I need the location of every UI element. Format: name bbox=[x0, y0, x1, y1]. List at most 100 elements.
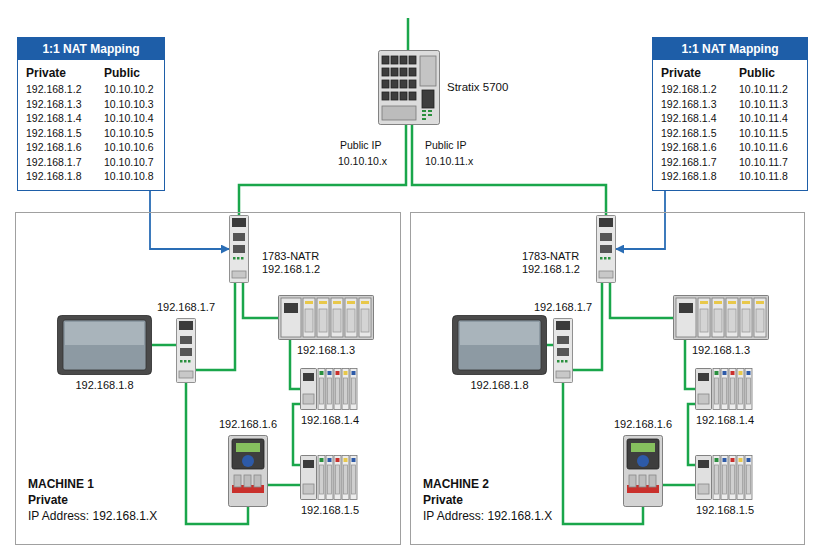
node-text: Private bbox=[653, 65, 731, 82]
node-text: 10.10.11.6 bbox=[731, 140, 807, 155]
node-text: 192.168.1.5 bbox=[301, 504, 359, 517]
node-text: 192.168.1.2 bbox=[262, 263, 320, 276]
uplink-wire bbox=[407, 18, 410, 50]
device-part bbox=[326, 369, 333, 410]
node-text: 192.168.1.8 bbox=[653, 169, 731, 184]
hmi-device: 192.168.1.8 bbox=[452, 315, 547, 375]
device-part bbox=[604, 257, 607, 260]
node-text: 192.168.1.5 bbox=[18, 126, 96, 141]
device-part bbox=[554, 319, 573, 383]
node-text: 192.168.1.7 bbox=[534, 301, 592, 314]
device-part bbox=[714, 301, 722, 304]
device-label: 192.168.1.3 bbox=[692, 344, 750, 357]
device-part bbox=[731, 465, 735, 494]
node-text: 192.168.1.8 bbox=[18, 169, 96, 184]
natr-symbol bbox=[229, 215, 249, 283]
ethernet-link bbox=[268, 484, 300, 487]
node-text: Private bbox=[18, 65, 96, 82]
device-part bbox=[391, 68, 398, 76]
device-part bbox=[400, 92, 407, 100]
device-part bbox=[352, 371, 356, 375]
node-text: 10.10.11.8 bbox=[731, 169, 807, 184]
device-part bbox=[712, 298, 724, 337]
device-part bbox=[747, 378, 751, 404]
device-part bbox=[420, 56, 436, 86]
machine-region: MACHINE 1PrivateIP Address: 192.168.1.X 1… bbox=[15, 212, 401, 545]
device-part bbox=[557, 360, 560, 363]
device-label: 192.168.1.4 bbox=[696, 414, 754, 427]
device-part bbox=[232, 439, 264, 469]
device-part bbox=[458, 320, 541, 370]
ethernet-link bbox=[573, 283, 602, 370]
device-part bbox=[400, 56, 407, 64]
ethernet-link bbox=[547, 344, 553, 347]
device-part bbox=[284, 303, 298, 313]
node-text: 10.10.11.5 bbox=[731, 126, 807, 141]
device-part bbox=[281, 298, 301, 337]
device-part bbox=[233, 257, 236, 260]
ethernet-link bbox=[239, 125, 406, 215]
device-label: 192.168.1.5 bbox=[301, 504, 359, 517]
node-text: 1783-NATR bbox=[522, 250, 580, 263]
device-part bbox=[723, 371, 727, 375]
device-part bbox=[713, 456, 720, 500]
device-part bbox=[409, 80, 416, 88]
node-text: Public bbox=[96, 65, 164, 82]
device-part bbox=[331, 298, 343, 337]
device-part bbox=[754, 298, 766, 337]
plc-symbol bbox=[278, 295, 374, 340]
device-part bbox=[382, 106, 416, 120]
device-part bbox=[739, 371, 743, 375]
device-part bbox=[328, 371, 332, 375]
device-part bbox=[742, 309, 750, 332]
drive-symbol bbox=[228, 435, 268, 507]
device-part bbox=[336, 371, 340, 375]
device-part bbox=[409, 68, 416, 76]
device-part bbox=[723, 465, 727, 494]
device-label: 192.168.1.6 bbox=[614, 418, 672, 431]
device-part bbox=[350, 456, 357, 500]
machine-caption: MACHINE 1PrivateIP Address: 192.168.1.X bbox=[28, 476, 157, 524]
device-part bbox=[320, 458, 324, 462]
node-text: 192.168.1.5 bbox=[653, 126, 731, 141]
device-part bbox=[326, 456, 333, 500]
device-part bbox=[344, 378, 348, 404]
node-text: 10.10.11.7 bbox=[731, 155, 807, 170]
ethernet-link bbox=[663, 484, 695, 487]
device-part bbox=[597, 216, 616, 283]
node-text: 192.168.1.3 bbox=[18, 97, 96, 112]
device-part bbox=[303, 394, 314, 404]
device-part bbox=[305, 301, 313, 304]
device-part bbox=[336, 378, 340, 404]
device-part bbox=[352, 378, 356, 404]
device-part bbox=[334, 369, 341, 410]
node-text: 10.10.10.4 bbox=[96, 111, 164, 126]
device-part bbox=[344, 465, 348, 494]
table-title: 1:1 NAT Mapping bbox=[18, 38, 164, 60]
device-part bbox=[352, 465, 356, 494]
io-device: 192.168.1.5 bbox=[300, 455, 360, 500]
device-part bbox=[241, 257, 244, 260]
machine-caption: MACHINE 2PrivateIP Address: 192.168.1.X bbox=[423, 476, 552, 524]
node-text: 192.168.1.4 bbox=[653, 111, 731, 126]
node-text: Stratix 5700 bbox=[447, 81, 508, 94]
machine-region: MACHINE 2PrivateIP Address: 192.168.1.X 1… bbox=[410, 212, 805, 545]
device-part bbox=[382, 92, 389, 100]
node-text: MACHINE 2 bbox=[423, 476, 552, 492]
network-label: 10.10.10.x bbox=[338, 155, 387, 168]
device-part bbox=[303, 460, 314, 468]
natr-device: 1783-NATR192.168.1.2 bbox=[229, 215, 249, 283]
node-text: 192.168.1.4 bbox=[18, 111, 96, 126]
node-text: 192.168.1.8 bbox=[75, 379, 133, 392]
device-part bbox=[320, 465, 324, 494]
device-part bbox=[347, 309, 355, 332]
device-part bbox=[232, 218, 246, 227]
device-part bbox=[608, 257, 611, 260]
io-symbol bbox=[300, 455, 360, 500]
natr-device: 1783-NATR192.168.1.2 bbox=[596, 215, 616, 283]
plc-symbol bbox=[673, 295, 769, 340]
device-part bbox=[391, 92, 398, 100]
device-part bbox=[599, 271, 613, 278]
device-part bbox=[698, 484, 709, 494]
device-part bbox=[345, 298, 357, 337]
